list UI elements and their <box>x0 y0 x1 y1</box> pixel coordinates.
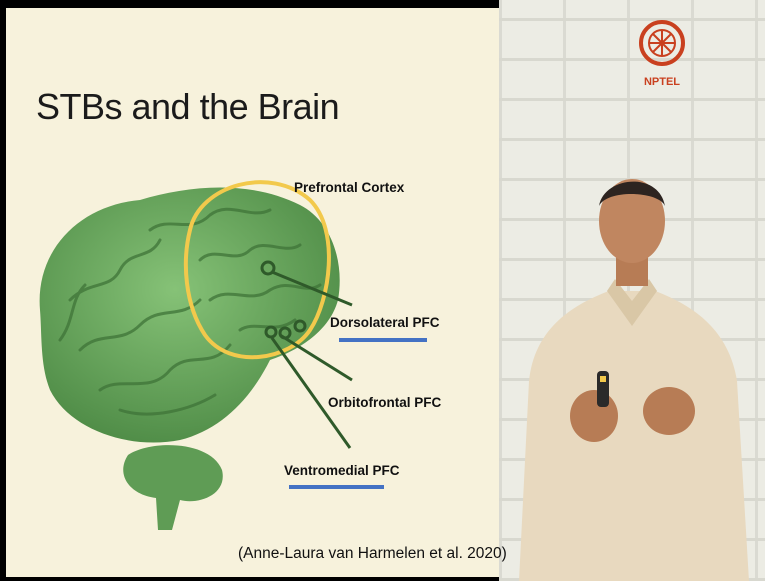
label-dorsolateral-pfc: Dorsolateral PFC <box>330 315 440 330</box>
label-prefrontal-cortex: Prefrontal Cortex <box>294 180 404 195</box>
dorsolateral-underline <box>339 338 427 342</box>
nptel-logo-text: NPTEL <box>638 76 686 88</box>
label-orbitofrontal-pfc: Orbitofrontal PFC <box>328 395 441 410</box>
label-ventromedial-pfc: Ventromedial PFC <box>284 463 400 478</box>
ventromedial-underline <box>289 485 384 489</box>
nptel-logo-icon <box>637 18 687 68</box>
citation-text: (Anne-Laura van Harmelen et al. 2020) <box>238 545 507 563</box>
presenter-figure <box>499 151 765 581</box>
